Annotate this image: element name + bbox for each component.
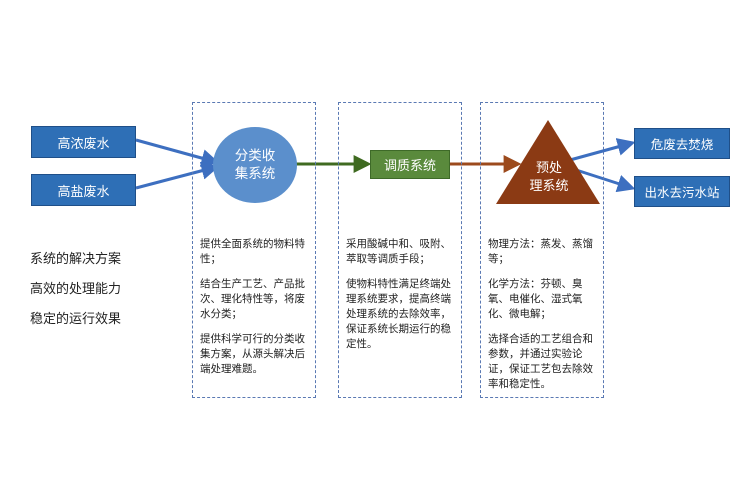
classify-desc-1: 提供全面系统的物料特性； (200, 238, 305, 265)
arrow-high-conc-to-classify (135, 138, 220, 167)
stage-classify-circle: 分类收 集系统 (213, 127, 297, 203)
panel-adjust (338, 102, 462, 398)
feature-notes: 系统的解决方案 高效的处理能力 稳定的运行效果 (30, 245, 180, 335)
adjust-desc-2: 使物料特性满足终端处理系统要求，提高终端处理系统的去除效率，保证系统长期运行的稳… (346, 278, 451, 350)
input-high-conc-label: 高浓废水 (57, 136, 110, 152)
classify-desc-3: 提供科学可行的分类收集方案，从源头解决后端处理难题。 (200, 333, 305, 375)
stage-pretreat-label: 预处 理系统 (514, 160, 584, 196)
input-high-conc-wastewater: 高浓废水 (31, 126, 136, 158)
stage-pretreat-triangle (496, 120, 600, 204)
input-high-salt-label: 高盐废水 (57, 184, 110, 200)
output-effluent-label: 出水去污水站 (644, 185, 720, 200)
stage-classify-line1: 分类收 (234, 148, 276, 164)
arrow-pretreat-to-hazardous (569, 138, 636, 162)
output-hazardous-label: 危废去焚烧 (650, 137, 714, 152)
stage-adjust-label: 调质系统 (383, 159, 436, 174)
panel-pretreat (480, 102, 604, 398)
note-solution: 系统的解决方案 (30, 252, 122, 267)
pretreat-desc-3: 选择合适的工艺组合和参数，并通过实验论证，保证工艺包去除效率和稳定性。 (488, 333, 593, 390)
classify-description: 提供全面系统的物料特性； 结合生产工艺、产品批次、理化特性等，将废水分类； 提供… (200, 237, 308, 387)
stage-pretreat-line1: 预处 (535, 161, 562, 176)
input-high-salt-wastewater: 高盐废水 (31, 174, 136, 206)
pretreat-description: 物理方法：蒸发、蒸馏等； 化学方法：芬顿、臭氧、电催化、湿式氧化、微电解； 选择… (488, 237, 596, 402)
adjust-desc-1: 采用酸碱中和、吸附、萃取等调质手段； (346, 238, 451, 265)
stage-adjust-box: 调质系统 (370, 150, 450, 179)
note-capacity: 高效的处理能力 (30, 282, 122, 297)
output-effluent-to-plant: 出水去污水站 (634, 176, 730, 207)
pretreat-desc-2: 化学方法：芬顿、臭氧、电催化、湿式氧化、微电解； (488, 278, 583, 320)
adjust-description: 采用酸碱中和、吸附、萃取等调质手段； 使物料特性满足终端处理系统要求，提高终端处… (346, 237, 454, 362)
arrow-high-salt-to-classify (135, 161, 220, 190)
arrow-pretreat-to-effluent (569, 166, 636, 193)
stage-pretreat-line2: 理系统 (529, 179, 569, 194)
stage-classify-line2: 集系统 (234, 166, 276, 182)
note-stability: 稳定的运行效果 (30, 312, 122, 327)
panel-classify (192, 102, 316, 398)
classify-desc-2: 结合生产工艺、产品批次、理化特性等，将废水分类； (200, 278, 305, 320)
output-hazardous-incineration: 危废去焚烧 (634, 128, 730, 159)
pretreat-desc-1: 物理方法：蒸发、蒸馏等； (488, 238, 593, 265)
